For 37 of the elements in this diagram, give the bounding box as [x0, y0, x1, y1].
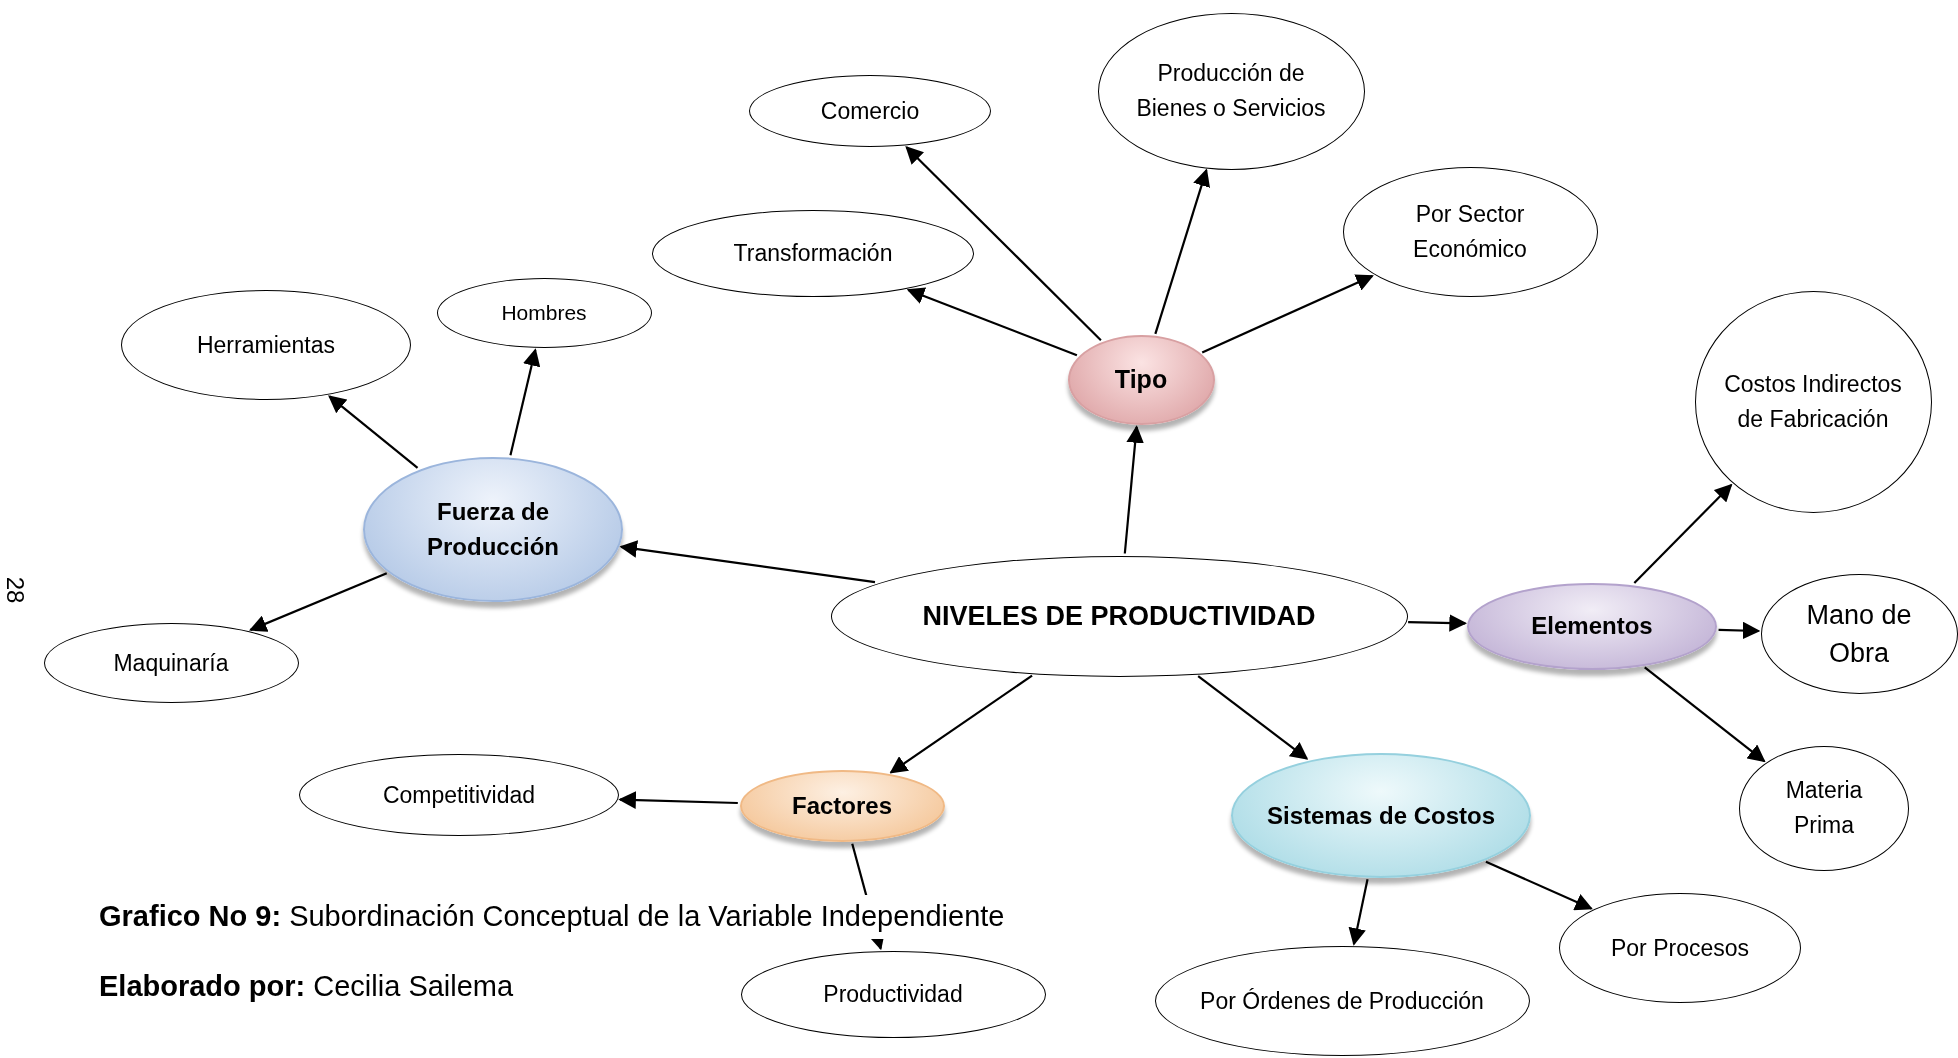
arrow [905, 146, 1102, 341]
arrow [249, 572, 388, 632]
node-label: NIVELES DE PRODUCTIVIDAD [922, 600, 1316, 633]
node-label: Sistemas de Costos [1266, 800, 1496, 831]
node-label: Costos Indirectos de Fabricación [1723, 370, 1903, 434]
node-label: Factores [791, 791, 892, 821]
caption-text: Grafico No 9: Subordinación Conceptual de la Variable Independiente [99, 895, 1005, 939]
arrow [1123, 425, 1144, 554]
page-number: 28 [1, 576, 31, 604]
arrow [906, 287, 1078, 357]
node-label: Elementos [1531, 611, 1653, 641]
arrow [1485, 860, 1593, 911]
arrow [1197, 675, 1309, 760]
node-label: Por Sector Económico [1412, 200, 1528, 264]
node-label: Fuerza de Producción [426, 497, 560, 562]
arrow [328, 395, 419, 469]
arrow [1154, 168, 1211, 335]
node-label: Hombres [501, 300, 587, 327]
node-label: Mano de Obra [1805, 599, 1913, 670]
node-label: Transformación [733, 238, 893, 268]
arrow [1718, 621, 1761, 640]
arrow [618, 791, 738, 809]
node-label: Tipo [1114, 364, 1168, 396]
arrow [509, 348, 541, 456]
arrow [1408, 614, 1467, 632]
node-label: Comercio [820, 96, 920, 126]
node-label: Productividad [823, 979, 963, 1009]
node-label: Competitividad [382, 780, 536, 810]
node-label: Producción de Bienes o Servicios [1135, 59, 1327, 123]
node-label: Herramientas [196, 330, 335, 360]
node-label: Por Procesos [1610, 933, 1750, 963]
arrow [1348, 879, 1369, 946]
node-label: Por Órdenes de Producción [1200, 986, 1484, 1016]
arrow [619, 540, 876, 584]
node-label: Maquinaría [113, 648, 229, 678]
node-label: Materia Prima [1784, 776, 1864, 840]
arrow [1633, 483, 1733, 584]
